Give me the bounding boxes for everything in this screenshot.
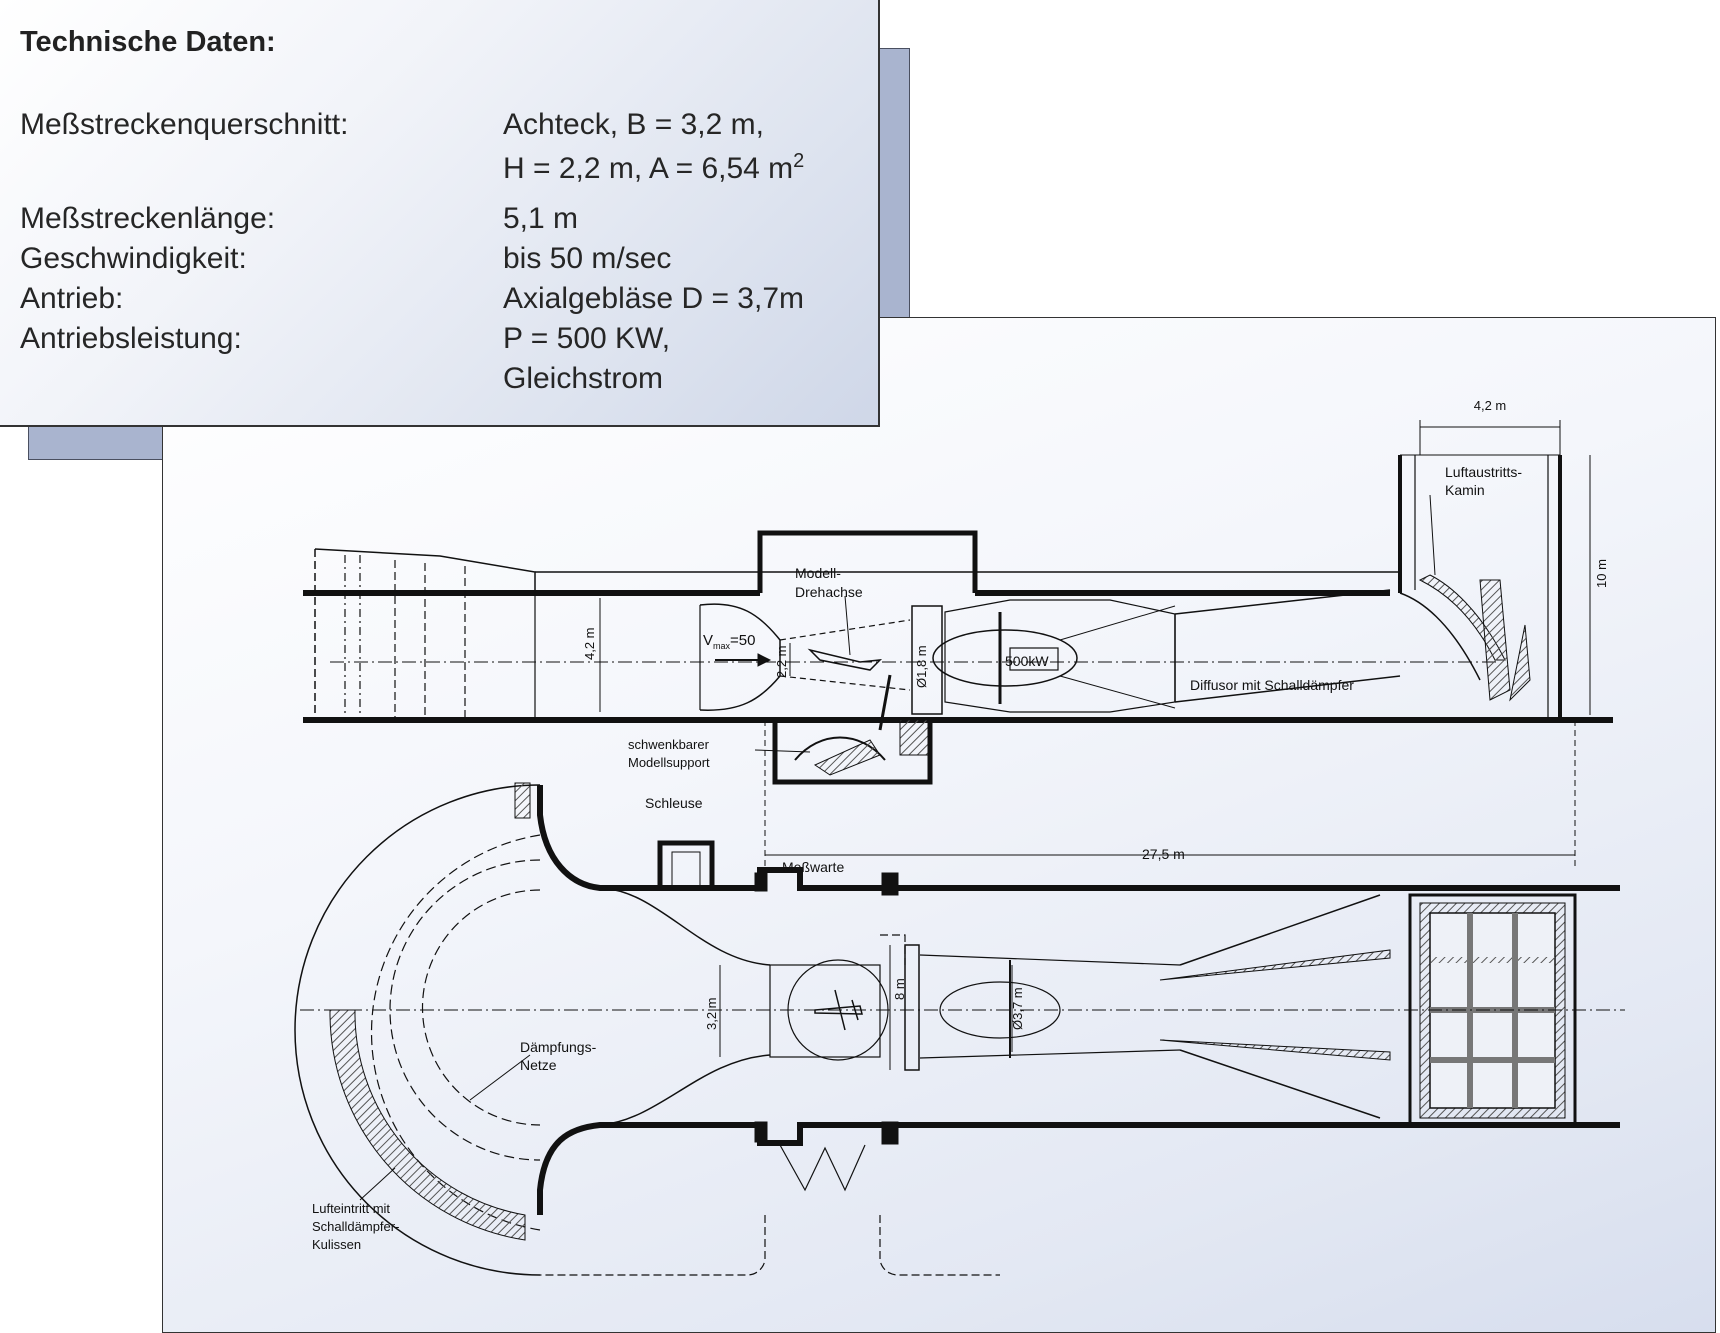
leader-inlet: [359, 1167, 396, 1201]
side-motor: [1009, 647, 1059, 671]
label-support-2: Modellsupport: [628, 755, 710, 770]
spec-value-cross-section: Achteck, B = 3,2 m,: [503, 108, 764, 141]
side-diffuser: [1174, 589, 1401, 703]
spec-title: Technische Daten:: [20, 26, 276, 58]
label-inlet-3: Kulissen: [312, 1237, 361, 1252]
spec-value-drive: Axialgebläse D = 3,7m: [503, 282, 804, 315]
top-inlet-screen-2: [389, 859, 541, 1161]
label-inlet-1: Lufteintritt mit: [312, 1201, 390, 1216]
label-model-axis-1: Modell-: [795, 565, 841, 581]
label-width-test: 3,2 m: [704, 997, 719, 1030]
top-fan-duct: [919, 954, 1181, 1059]
side-model-chamber: [757, 530, 978, 593]
label-support-1: schwenkbarer: [628, 737, 710, 752]
side-chimney-silencer-1: [1479, 579, 1511, 701]
label-width-fan-section: 8 m: [892, 978, 907, 1000]
leader-support: [754, 749, 811, 753]
side-pit-stairs: [899, 719, 929, 756]
label-outlet-width: 4,2 m: [1474, 398, 1507, 413]
spec-value-speed: bis 50 m/sec: [503, 242, 672, 275]
label-screens-1: Dämpfungs-: [520, 1039, 597, 1055]
spec-label-length: Meßstreckenlänge:: [20, 202, 276, 235]
top-ground-outline-right: [879, 1215, 1000, 1276]
side-fan-housing: [944, 599, 1176, 713]
label-total-length: 27,5 m: [1142, 846, 1185, 862]
side-support-sting: [878, 674, 892, 731]
label-height-tunnel: 4,2 m: [582, 627, 597, 660]
top-contraction: [599, 887, 771, 1126]
label-vmax-value: =50: [730, 632, 755, 649]
top-column-3: [754, 1121, 768, 1143]
label-screens-2: Netze: [520, 1057, 557, 1073]
side-flow-arrow-head: [757, 653, 772, 667]
spec-value-power: P = 500 KW,: [503, 322, 671, 355]
leader-chimney: [1429, 494, 1436, 576]
top-inlet-screen-3: [421, 889, 541, 1126]
label-lock: Schleuse: [645, 795, 703, 811]
label-outlet-name-2: Kamin: [1445, 482, 1485, 498]
leader-screens: [469, 1054, 531, 1101]
label-vmax: Vmax=50: [703, 632, 755, 651]
top-lock-door: [671, 851, 701, 889]
spec-value-cross-section-2: H = 2,2 m, A = 6,54 m2: [503, 150, 804, 186]
side-support-base: [813, 739, 881, 776]
top-splitter-1: [1159, 949, 1391, 981]
top-fan-nacelle: [939, 981, 1061, 1039]
side-fan-nacelle: [932, 629, 1078, 687]
spec-value-power-2: Gleichstrom: [503, 362, 664, 395]
top-lower-wall: [537, 1122, 1620, 1215]
spec-label-cross-section: Meßstreckenquerschnitt:: [20, 108, 349, 141]
top-view: [294, 720, 1625, 1276]
side-strut-2: [1059, 675, 1176, 709]
top-column-4: [881, 1121, 899, 1145]
spec-label-drive: Antrieb:: [20, 282, 124, 315]
label-control-room: Meßwarte: [782, 859, 844, 875]
side-view: [303, 420, 1613, 785]
label-vmax-symbol: V: [703, 632, 713, 649]
label-diffusor: Diffusor mit Schalldämpfer: [1190, 677, 1354, 693]
side-chimney-silencer-2: [1509, 624, 1531, 702]
top-test-section: [769, 964, 881, 1058]
side-test-upper: [779, 619, 911, 641]
side-fan-flange: [911, 605, 943, 715]
spec-label-speed: Geschwindigkeit:: [20, 242, 247, 275]
top-lock: [657, 840, 715, 888]
label-fan-diameter-side: Ø1,8 m: [914, 645, 929, 688]
spec-label-power: Antriebsleistung:: [20, 322, 242, 355]
label-model-axis-2: Drehachse: [795, 584, 863, 600]
label-inlet-2: Schalldämpfer-: [312, 1219, 399, 1234]
side-test-lower: [779, 675, 911, 691]
top-splitter-2: [1159, 1039, 1391, 1061]
top-inlet-baffle-top: [514, 782, 531, 819]
label-vmax-sub: max: [713, 641, 731, 651]
label-power: 500kW: [1005, 653, 1049, 669]
label-outlet-height: 10 m: [1594, 559, 1609, 588]
leader-model-axis: [844, 595, 851, 656]
side-inlet-flare: [314, 548, 536, 593]
top-inlet-silencer-baffles: [329, 1009, 526, 1241]
top-inlet-outer: [294, 784, 541, 1276]
label-fan-diameter-top: Ø3,7 m: [1010, 987, 1025, 1030]
spec-panel: Technische Daten: Meßstreckenquerschnitt…: [0, 0, 880, 427]
side-model-aircraft: [807, 648, 883, 671]
label-height-test: 2,2 m: [774, 645, 789, 678]
top-ground-outline-left: [540, 1215, 766, 1276]
spec-value-length: 5,1 m: [503, 202, 579, 235]
side-strut-1: [1059, 605, 1176, 641]
top-column-1: [754, 872, 768, 892]
side-nozzle-contour: [699, 603, 781, 711]
spec-value-cross-section-area: H = 2,2 m, A = 6,54 m: [503, 152, 794, 185]
top-diffuser: [1179, 894, 1381, 1119]
top-fan-flange: [904, 944, 920, 1071]
top-column-2: [881, 872, 899, 896]
top-doors: [779, 1144, 866, 1192]
top-lock-dashed: [880, 934, 906, 965]
label-outlet-name-1: Luftaustritts-: [1445, 464, 1522, 480]
spec-value-unit-exponent: 2: [793, 150, 805, 172]
diagram-labels: 4,2 m Luftaustritts- Kamin 10 m Modell- …: [312, 398, 1609, 1252]
side-chimney-bend: [1399, 592, 1481, 681]
